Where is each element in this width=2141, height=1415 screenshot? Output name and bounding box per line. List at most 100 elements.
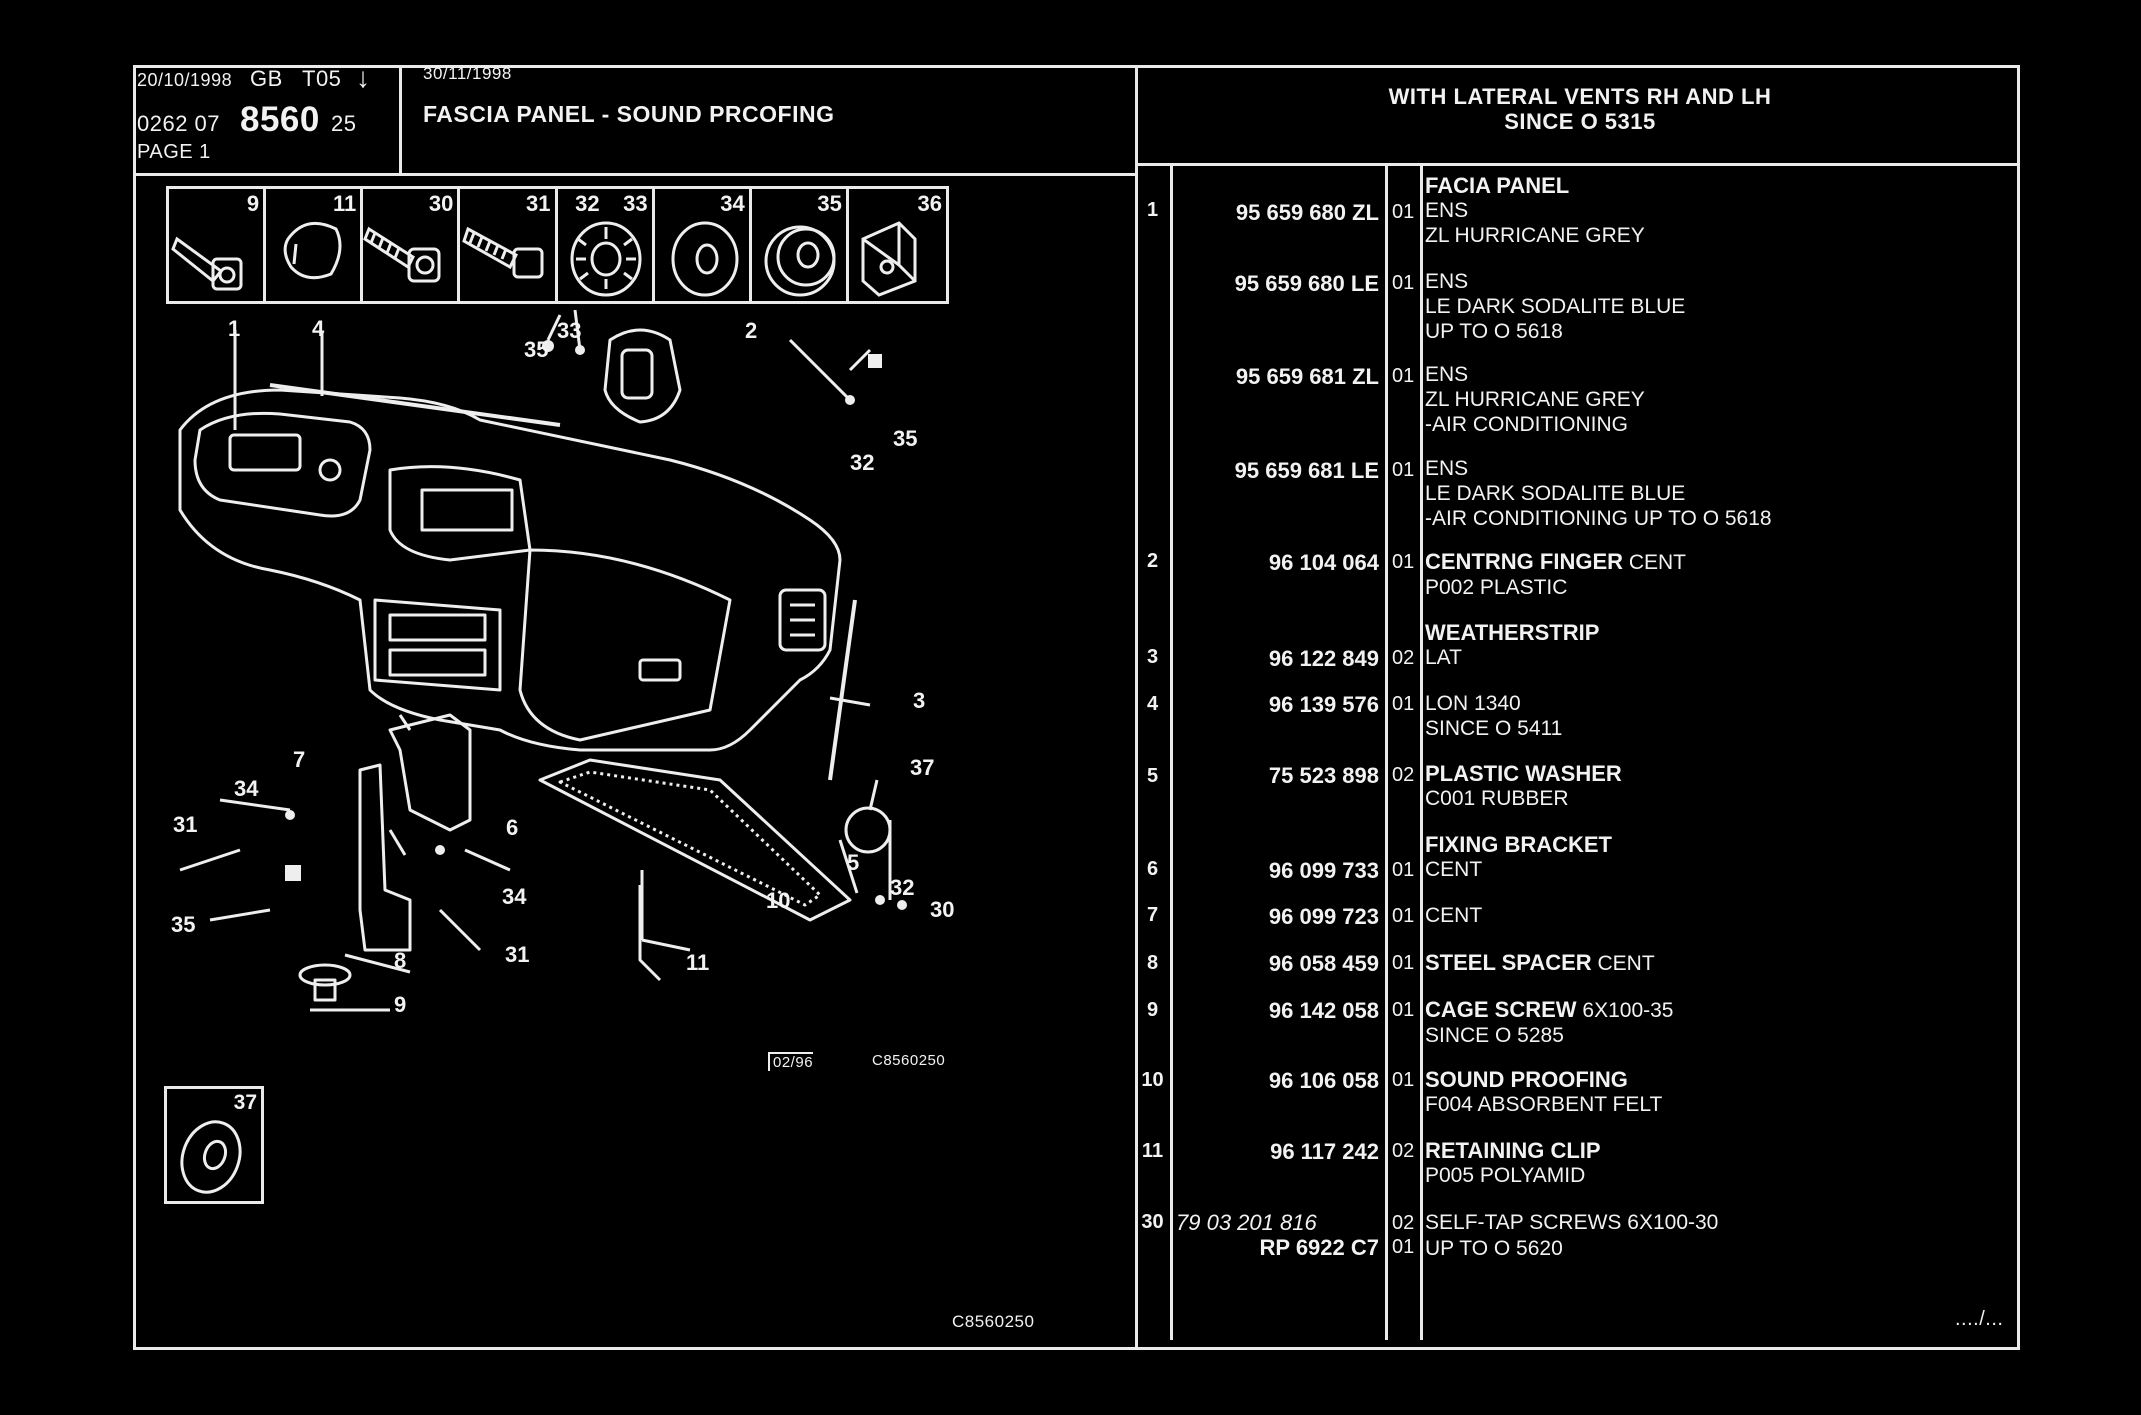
- item-number: 11: [1141, 1140, 1164, 1162]
- item-number: 30: [1141, 1211, 1164, 1233]
- fascia-panel-outline: [178, 388, 842, 752]
- ref-col-divider: [1385, 165, 1388, 1340]
- qty-col-divider: [1420, 165, 1423, 1340]
- part-desc: CENT: [1425, 903, 1482, 928]
- callout-30: 30: [930, 897, 955, 922]
- flat-washer-icon: [671, 221, 739, 297]
- part-name: FACIA PANEL: [1425, 173, 1570, 198]
- part-desc: ENS ZL HURRICANE GREY -AIR CONDITIONING: [1425, 362, 1645, 437]
- part-line: CENT: [1425, 904, 1483, 927]
- inset-37: 37: [164, 1086, 264, 1204]
- part-ref: 95 659 681 ZL: [1235, 364, 1379, 389]
- part-line: P002 PLASTIC: [1425, 576, 1568, 599]
- item-number: 4: [1146, 693, 1159, 715]
- part-line: ZL HURRICANE GREY: [1425, 224, 1645, 247]
- part-desc: ENS LE DARK SODALITE BLUE UP TO O 5618: [1425, 269, 1685, 344]
- part-desc: SOUND PROOFING F004 ABSORBENT FELT: [1425, 1067, 1662, 1117]
- screw-icon: [171, 236, 243, 291]
- down-arrow-icon: ↓: [356, 62, 370, 93]
- callout-31: 31: [173, 812, 198, 837]
- callout-35c: 35: [171, 912, 196, 937]
- part-ref: 96 106 058: [1268, 1068, 1379, 1093]
- icon-number: 11: [332, 191, 357, 216]
- header-rule-right: [1135, 163, 2020, 166]
- part-line: CENT: [1425, 858, 1483, 881]
- callout-1: 1: [228, 316, 241, 341]
- icon-number: 33: [623, 191, 648, 216]
- part-desc: LON 1340 SINCE O 5411: [1425, 691, 1562, 741]
- part-desc: PLASTIC WASHER C001 RUBBER: [1425, 761, 1622, 811]
- part-name-suffix: 6X100-30: [1621, 1211, 1719, 1234]
- header-rule-left: [133, 173, 1137, 176]
- part-line: ENS: [1425, 270, 1469, 293]
- clip-icon: [283, 221, 342, 280]
- part-line: SINCE O 5285: [1425, 1024, 1564, 1047]
- page-title: FASCIA PANEL - SOUND PRCOFING: [423, 101, 835, 127]
- callout-37: 37: [910, 755, 935, 780]
- clip-nut-icon: [861, 221, 917, 297]
- variant-note: WITH LATERAL VENTS RH AND LH: [1388, 84, 1772, 109]
- main-divider: [1135, 65, 1138, 1350]
- callout-7: 7: [293, 747, 306, 772]
- part-line: -AIR CONDITIONING: [1425, 413, 1628, 436]
- part-ref: 96 139 576: [1268, 692, 1379, 717]
- ref-prefix: 0262 07: [137, 111, 221, 136]
- part-desc: FACIA PANEL ENS ZL HURRICANE GREY: [1425, 173, 1645, 248]
- icon-cell-30: 30: [363, 189, 461, 301]
- part-line: UP TO O 5620: [1425, 1237, 1563, 1260]
- item-number: 3: [1146, 646, 1159, 668]
- part-name: RETAINING CLIP: [1425, 1138, 1601, 1163]
- part-desc: ENS LE DARK SODALITE BLUE -AIR CONDITION…: [1425, 456, 1772, 531]
- part-name: WEATHERSTRIP: [1425, 620, 1600, 645]
- part-line: LON 1340: [1425, 692, 1521, 715]
- part-ref: 96 122 849: [1268, 646, 1379, 671]
- part-qty: 01: [1392, 905, 1415, 927]
- variant-since: SINCE O 5315: [1504, 109, 1656, 134]
- part-desc: CAGE SCREW 6X100-35 SINCE O 5285: [1425, 997, 1673, 1048]
- callout-4: 4: [312, 316, 325, 341]
- icon-cell-36: 36: [849, 189, 946, 301]
- part-qty: 01: [1392, 859, 1415, 881]
- icon-number: 30: [428, 191, 454, 216]
- footer-code: C8560250: [952, 1312, 1035, 1331]
- part-line: F004 ABSORBENT FELT: [1425, 1093, 1663, 1116]
- part-qty: 02: [1392, 764, 1415, 786]
- icon-cell-11: 11: [266, 189, 364, 301]
- item-number: 5: [1146, 765, 1159, 787]
- part-desc: FIXING BRACKET: [1425, 832, 1612, 857]
- part-line: ZL HURRICANE GREY: [1425, 388, 1645, 411]
- part-ref: RP 6922 C7: [1259, 1235, 1379, 1260]
- icon-number: 32: [575, 191, 600, 216]
- part-desc: UP TO O 5620: [1425, 1236, 1563, 1261]
- bolt-icon: [462, 226, 544, 279]
- part-line: LAT: [1425, 646, 1462, 669]
- thick-washer-icon: [764, 225, 836, 297]
- part-desc: CENTRNG FINGER CENT P002 PLASTIC: [1425, 549, 1686, 600]
- icon-number: 35: [817, 191, 842, 216]
- callout-32: 32: [850, 450, 875, 475]
- washer-icon: [180, 1120, 242, 1194]
- part-line: SINCE O 5411: [1425, 717, 1563, 740]
- part-line: LE DARK SODALITE BLUE: [1425, 295, 1686, 318]
- part-ref: 95 659 681 LE: [1234, 458, 1379, 483]
- stamp-code: C8560250: [872, 1052, 946, 1069]
- part-qty: 02: [1392, 647, 1415, 669]
- icon-number: 34: [720, 191, 745, 216]
- part-name: STEEL SPACER: [1425, 950, 1592, 975]
- part-qty: 01: [1392, 693, 1415, 715]
- continuation-mark: ..../...: [1955, 1308, 2004, 1330]
- callout-9: 9: [394, 992, 407, 1017]
- part-qty: 01: [1392, 952, 1415, 974]
- part-name: SOUND PROOFING: [1425, 1067, 1628, 1092]
- part-name-suffix: CENT: [1591, 952, 1655, 975]
- part-qty: 02: [1392, 1140, 1415, 1162]
- item-number: 10: [1141, 1069, 1164, 1091]
- item-number: 2: [1146, 550, 1159, 572]
- part-line: C001 RUBBER: [1425, 787, 1569, 810]
- part-line: LE DARK SODALITE BLUE: [1425, 482, 1686, 505]
- callout-31b: 31: [505, 942, 530, 967]
- serrated-washer-icon: [570, 221, 641, 297]
- part-line: UP TO O 5618: [1425, 320, 1563, 343]
- icon-cell-34: 34: [655, 189, 752, 301]
- issue-date: 20/10/1998: [137, 70, 233, 90]
